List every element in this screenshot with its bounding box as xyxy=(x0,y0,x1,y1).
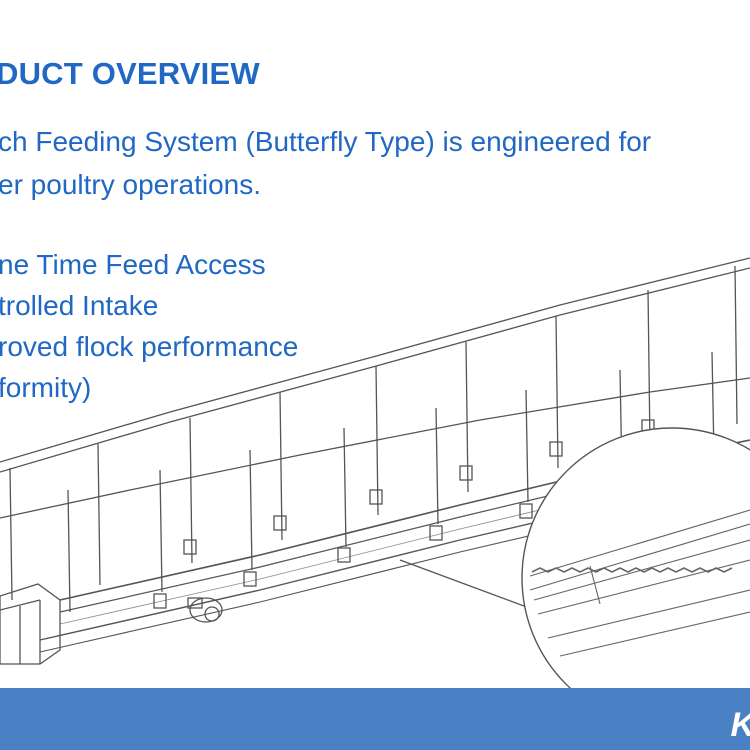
benefit-list: ne Time Feed Access trolled Intake roved… xyxy=(0,244,298,408)
feeder-frame xyxy=(0,257,750,665)
slide-title: DUCT OVERVIEW xyxy=(0,56,260,91)
intro-line: er poultry operations. xyxy=(0,169,262,200)
footer-bar xyxy=(0,688,750,750)
intro-text: ch Feeding System (Butterfly Type) is en… xyxy=(0,120,651,206)
benefit-item: trolled Intake xyxy=(0,290,159,321)
intro-line: ch Feeding System (Butterfly Type) is en… xyxy=(0,126,652,157)
benefit-item: ne Time Feed Access xyxy=(0,249,266,280)
detail-magnifier-circle xyxy=(521,427,750,729)
benefit-item: formity) xyxy=(0,372,92,403)
company-logo: K xyxy=(730,706,750,745)
benefit-item: roved flock performance xyxy=(0,331,299,362)
